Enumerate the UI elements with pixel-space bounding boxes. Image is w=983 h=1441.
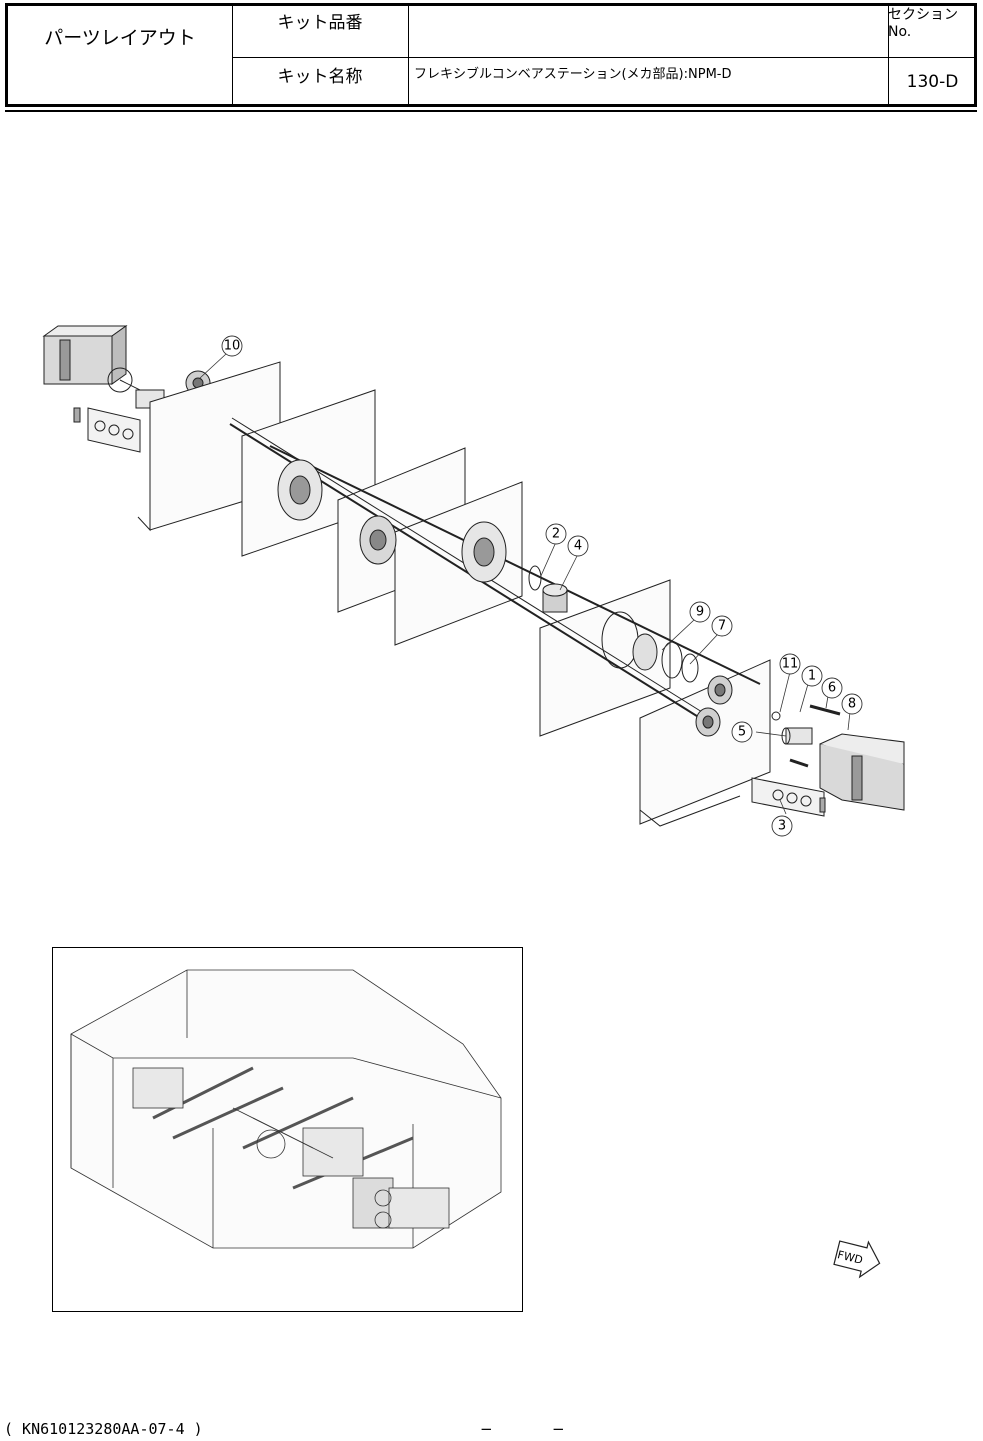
page-dash-left: −	[480, 1420, 493, 1438]
callout-label-6: 6	[828, 681, 836, 696]
callout-label-5: 5	[738, 725, 746, 740]
callout-label-1: 1	[808, 669, 816, 684]
header-table: パーツレイアウト キット品番 キット名称 フレキシブルコンベアステーション(メカ…	[5, 3, 977, 107]
left-motor	[44, 326, 164, 408]
section-label: セクションNo.	[888, 6, 977, 38]
callout-label-10: 10	[224, 339, 241, 354]
page-dash-right: −	[552, 1420, 565, 1438]
kit-name-value: フレキシブルコンベアステーション(メカ部品):NPM-D	[408, 58, 888, 86]
callout-label-4: 4	[574, 539, 582, 554]
right-motor	[820, 734, 904, 810]
callout-label-2: 2	[552, 527, 560, 542]
callout-label-11: 11	[782, 657, 799, 672]
overview-machine-drawing	[53, 948, 522, 1311]
callout-label-3: 3	[778, 819, 786, 834]
header-rule	[5, 110, 977, 112]
kit-name-label: キット名称	[232, 58, 408, 90]
kit-number-label: キット品番	[232, 6, 408, 34]
fwd-arrow-icon: FWD	[832, 1238, 884, 1280]
callout-label-8: 8	[848, 697, 856, 712]
overview-inset	[52, 947, 523, 1312]
callout-label-9: 9	[696, 605, 704, 620]
doc-type-title: パーツレイアウト	[8, 6, 232, 66]
document-code: ( KN610123280AA-07-4 )	[4, 1420, 203, 1438]
callout-label-7: 7	[718, 619, 726, 634]
kit-number-value	[408, 6, 888, 57]
exploded-parts-drawing: 10 2 4 9 7 11 1 6 8 5 3	[0, 300, 983, 860]
section-value: 130-D	[888, 58, 977, 106]
